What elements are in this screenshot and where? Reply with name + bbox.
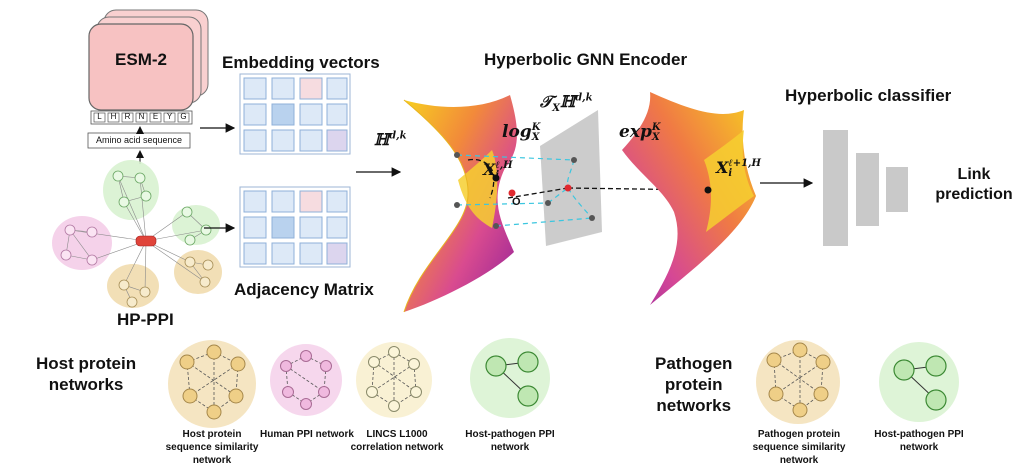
hyperbolic-manifold-right [622,92,756,305]
tangent-plane [540,110,602,246]
token-2: R [124,112,131,121]
pathogen-seq-similarity-caption: Pathogen protein sequence similarity net… [752,429,846,466]
hyperbolic-space-label-left: ℍd,k [374,130,407,149]
token-3: N [138,112,145,121]
human-ppi-caption: Human PPI network [260,429,354,440]
human-ppi-network-graphic [270,344,342,416]
amino-acid-token-row [90,110,193,125]
host-pathogen-network-graphic-right [879,342,959,422]
esm-title: ESM-2 [115,50,167,69]
token-5: Y [166,112,173,121]
embedding-vectors-title: Embedding vectors [222,53,380,72]
hp-ppi-network [52,160,222,308]
token-6: G [180,112,187,121]
pathogen-heading-line1: Pathogen [655,354,733,373]
host-seq-similarity-caption: Host protein sequence similarity network [165,429,259,466]
token-4: E [152,112,159,121]
token-1: H [110,112,117,121]
host-networks-heading: Host protein networks [36,353,136,395]
updated-embedding-point [704,186,712,194]
host-pathogen-caption-left: Host-pathogen PPI network [465,429,555,453]
origin-label: O [512,196,521,208]
amino-acid-tokens: L H R N E Y G [91,111,192,124]
host-pathogen-caption-right: Host-pathogen PPI network [874,429,964,453]
host-heading-line1: Host protein [36,354,137,373]
tangent-space-label: 𝒯Xℍd,k [540,92,593,115]
pathogen-networks-heading: Pathogen protein networks [655,353,732,416]
encoder-title: Hyperbolic GNN Encoder [484,50,688,69]
amino-acid-sequence-label: Amino acid sequence [95,135,183,145]
token-0: L [97,112,102,121]
adjacency-grid [239,186,351,268]
link-prediction-line2: prediction [935,186,1013,203]
embedding-grid [239,73,351,155]
hp-ppi-label: HP-PPI [117,310,174,329]
pathogen-heading-line3: networks [656,396,732,415]
pathogen-heading-line2: protein [664,375,723,394]
lincs-correlation-network-graphic [356,342,432,418]
host-heading-line2: networks [48,375,124,394]
host-pathogen-network-graphic-left [470,338,550,418]
link-prediction-line1: Link [957,166,991,183]
host-seq-similarity-network-graphic [168,340,256,428]
link-prediction-label: Link prediction [924,165,1024,205]
classifier-title: Hyperbolic classifier [785,86,952,105]
classifier-layers [823,130,908,246]
esm-model-stack [88,9,209,111]
embedding-points [454,152,595,229]
hyperbolic-manifold-left [403,95,517,313]
adjacency-matrix-title: Adjacency Matrix [234,280,374,299]
pathogen-seq-similarity-network-graphic [756,340,840,424]
pathogen-hub-node [135,235,157,247]
lincs-caption: LINCS L1000 correlation network [350,429,444,453]
